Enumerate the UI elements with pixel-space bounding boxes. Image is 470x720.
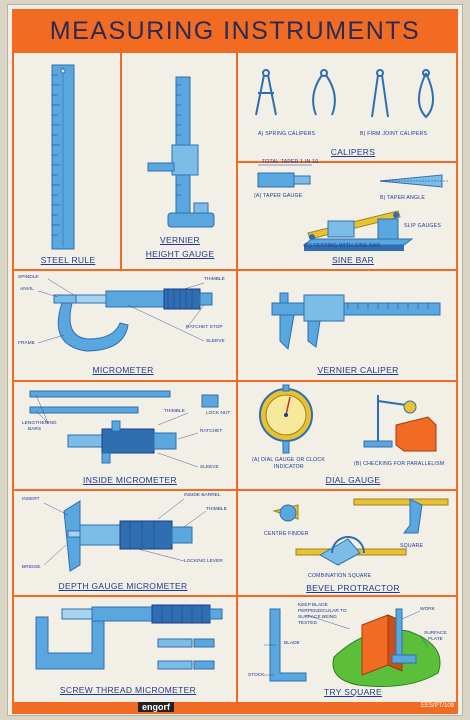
- divider-row2: [12, 380, 458, 382]
- illustrations: [29, 64, 449, 687]
- brand-logo: engorf: [138, 702, 174, 712]
- label-steel-rule: STEEL RULE: [40, 255, 96, 265]
- chart-code: EES/PT/109: [420, 703, 454, 709]
- callout-insert: INSERT: [22, 497, 40, 502]
- label-testing-sine-bar: (C) TESTING WITH SINE BAR: [304, 243, 381, 249]
- callout-ratchet: RATCHET: [200, 429, 223, 434]
- divider-right-edge: [456, 53, 458, 702]
- label-firm-joint-calipers: B) FIRM JOINT CALIPERS: [360, 131, 428, 137]
- callout-ratchet-stop: RATCHET STOP: [186, 325, 223, 330]
- label-dial-gauge: DIAL GAUGE: [325, 475, 381, 485]
- label-taper-gauge: (A) TAPER GAUGE: [254, 193, 303, 199]
- taper-gauge-illustration: [257, 164, 448, 188]
- callout-blade: BLADE: [284, 641, 300, 646]
- label-vernier-caliper: VERNIER CALIPER: [317, 365, 399, 375]
- footer: engorf EES/PT/109: [12, 702, 458, 714]
- callout-surface-plate-1: SURFACE: [424, 631, 447, 636]
- try-square-illustration: [264, 608, 441, 687]
- height-gauge-illustration: [147, 76, 215, 228]
- callout-keep-blade-4: TESTED: [298, 621, 317, 626]
- calipers-illustration: [255, 69, 434, 119]
- callout-keep-blade-1: KEEP BLADE: [298, 603, 328, 608]
- divider-left-top: [120, 53, 122, 271]
- callout-stock: STOCK: [248, 673, 265, 678]
- label-centre-finder: CENTRE FINDER: [264, 531, 309, 537]
- sine-bar-illustration: [302, 210, 414, 251]
- divider-row3: [12, 489, 458, 491]
- label-checking-parallelism: (B) CHECKING FOR PARALLELISM: [354, 461, 445, 467]
- label-total-taper: TOTAL TAPER 1 IN 10: [262, 159, 319, 165]
- label-taper-angle: B) TAPER ANGLE: [380, 195, 425, 201]
- label-combination-square: COMBINATION SQUARE: [308, 573, 372, 579]
- page-title: MEASURING INSTRUMENTS: [49, 16, 421, 45]
- bevel-protractor-illustration: [272, 498, 449, 566]
- label-micrometer: MICROMETER: [92, 365, 154, 375]
- label-dial-gauge-clock-1: (A) DIAL GAUGE OR CLOCK: [252, 457, 326, 463]
- steel-rule-illustration: [51, 64, 75, 250]
- divider-row1: [12, 269, 458, 271]
- dial-gauge-illustration: [259, 384, 437, 454]
- label-sine-bar: SINE BAR: [331, 255, 375, 265]
- callout-frame: FRAME: [18, 341, 35, 346]
- callout-lock-nut: LOCK NUT: [206, 411, 231, 416]
- label-vernier: VERNIER: [160, 235, 200, 245]
- divider-center: [236, 53, 238, 702]
- label-slip-gauges: SLIP GAUGES: [404, 223, 441, 229]
- callout-locking-lever: LOCKING LEVER: [184, 559, 223, 564]
- callout-thimble-1: THIMBLE: [204, 277, 225, 282]
- callout-inside-barrel: INSIDE BARREL: [184, 493, 221, 498]
- label-try-square: TRY SQUARE: [324, 687, 382, 697]
- callout-anvil: ANVIL: [20, 287, 34, 292]
- label-square: SQUARE: [400, 543, 424, 549]
- label-spring-calipers: A) SPRING CALIPERS: [258, 131, 316, 137]
- label-depth-gauge-micrometer: DEPTH GAUGE MICROMETER: [58, 581, 188, 591]
- inside-micrometer-illustration: [29, 390, 219, 468]
- callout-work: WORK: [420, 607, 435, 612]
- callout-bridge: BRIDGE: [22, 565, 41, 570]
- depth-gauge-illustration: [43, 498, 207, 572]
- poster: MEASURING INSTRUMENTS: [7, 4, 463, 716]
- label-height-gauge: HEIGHT GAUGE: [145, 249, 215, 259]
- divider-left-edge: [12, 53, 14, 702]
- callout-lengthening: LENGTHENING: [22, 421, 57, 426]
- screw-thread-micrometer-illustration: [35, 604, 223, 670]
- callout-keep-blade-2: PERPENDICULAR TO: [298, 609, 347, 614]
- callout-sleeve-2: SLEEVE: [200, 465, 219, 470]
- vernier-caliper-illustration: [271, 292, 441, 351]
- callout-bars: BARS: [28, 427, 42, 432]
- title-bar: MEASURING INSTRUMENTS: [12, 9, 458, 53]
- label-dial-gauge-clock-2: INDICATOR: [274, 464, 304, 470]
- callout-keep-blade-3: SURFACE BEING: [298, 615, 337, 620]
- divider-row4: [12, 595, 458, 597]
- callout-thimble-3: THIMBLE: [206, 507, 227, 512]
- micrometer-illustration: [37, 278, 213, 352]
- label-calipers: CALIPERS: [330, 147, 376, 157]
- callout-thimble-2: THIMBLE: [164, 409, 185, 414]
- callout-surface-plate-2: PLATE: [428, 637, 443, 642]
- label-bevel-protractor: BEVEL PROTRACTOR: [306, 583, 400, 593]
- label-inside-micrometer: INSIDE MICROMETER: [83, 475, 177, 485]
- divider-right-top: [238, 161, 458, 163]
- label-screw-thread-micrometer: SCREW THREAD MICROMETER: [59, 685, 197, 695]
- callout-spindle: SPINDLE: [18, 275, 39, 280]
- callout-sleeve-1: SLEEVE: [206, 339, 225, 344]
